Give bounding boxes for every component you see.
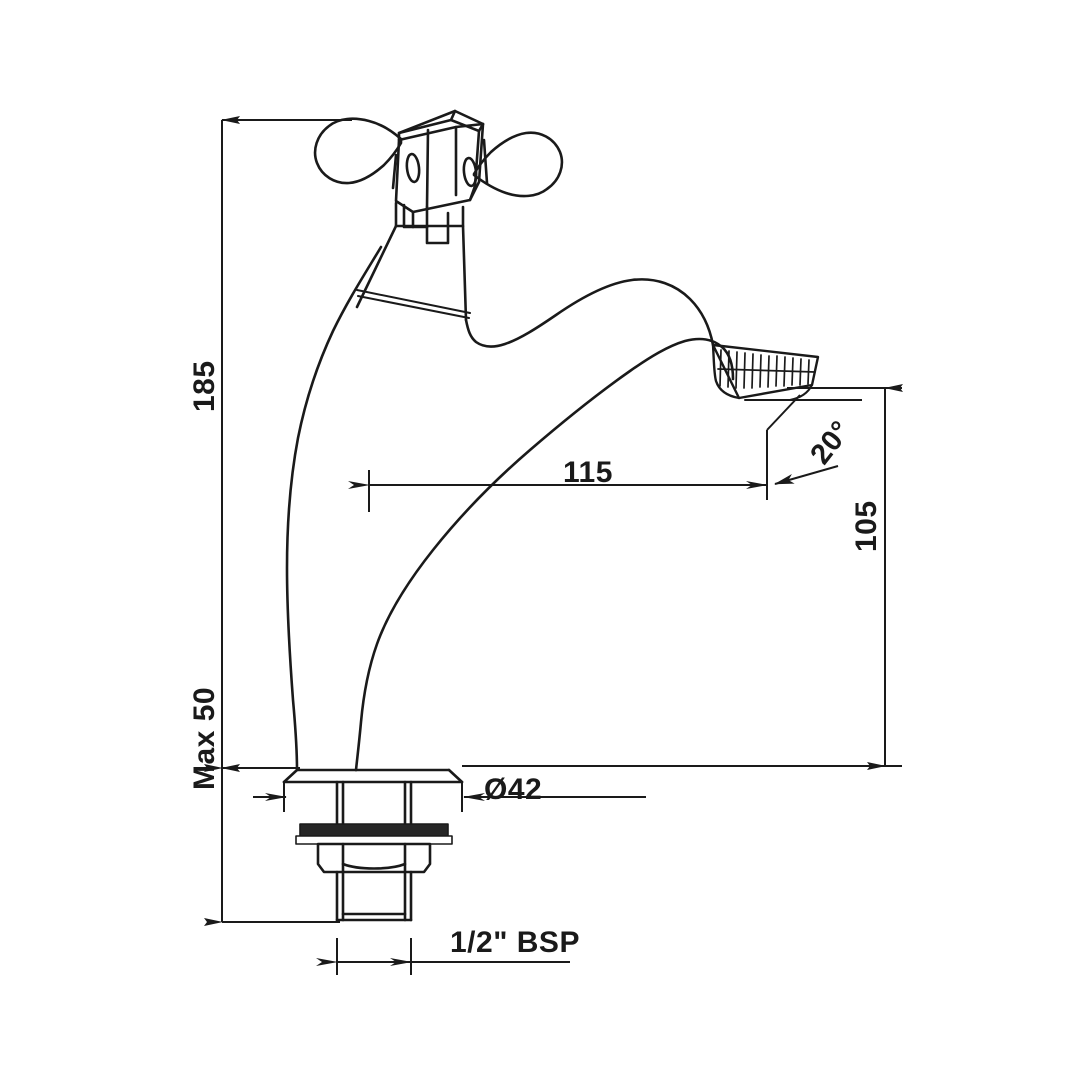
dim-spout-height-105 [462,384,903,770]
dim-label-spout-reach: 115 [563,456,613,489]
spout-underside [354,337,735,772]
aerator-knurl-ribs [719,349,810,389]
dim-label-overall-height: 185 [188,360,221,412]
handle-hub-inner-ellipses [405,152,478,188]
dim-outlet-angle-20 [766,394,862,485]
lock-nut [316,842,432,874]
dim-label-thread-size: 1/2" BSP [450,926,580,959]
tap-outline-group [282,109,820,922]
tap-body-left-profile [285,245,383,772]
dim-thread-size-bsp [316,938,570,975]
handle-hub [391,109,489,214]
bonnet-collar [355,201,468,322]
dim-label-base-diameter: Ø42 [484,773,543,806]
handle-right-lobe [472,131,564,198]
dim-spout-reach-115 [348,430,768,512]
base-flange [282,768,464,784]
dim-label-max-thickness: Max 50 [188,686,221,790]
washer [295,823,453,845]
shank-column [335,780,413,826]
dim-label-spout-height: 105 [850,500,883,552]
dim-max-thickness-50 [204,764,340,926]
bonnet-split-line [356,289,471,319]
threaded-shank [335,870,413,922]
dim-base-diameter-42 [253,782,646,812]
tap-body-right-profile [464,278,715,348]
dim-overall-height-185 [204,116,352,772]
handle-left-lobe [313,117,403,185]
dimension-lines-group [204,116,903,975]
